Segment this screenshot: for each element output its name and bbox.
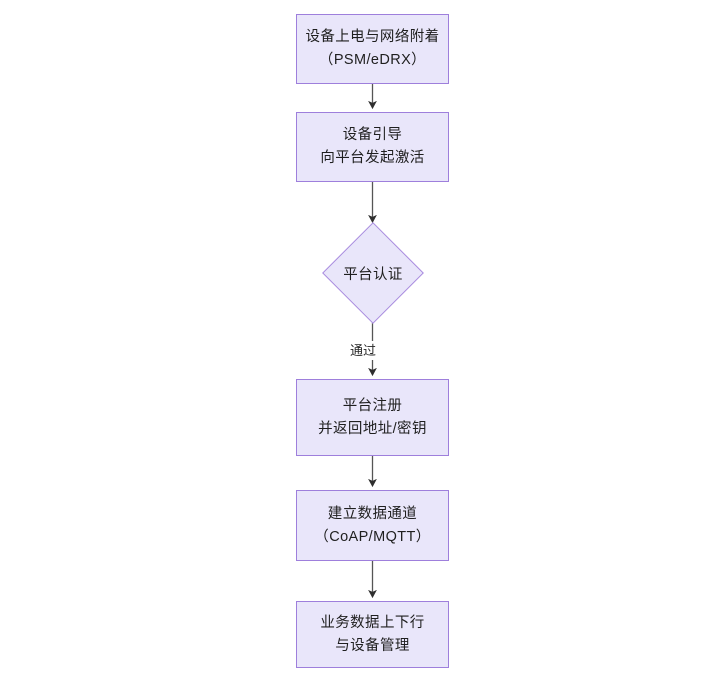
node-label-line1: 业务数据上下行 [320, 614, 425, 631]
node-label-line1: 平台认证 [343, 266, 403, 283]
node-label-line2: 并返回地址/密钥 [318, 420, 427, 437]
node-label-line1: 设备引导 [342, 127, 403, 143]
node-platform-auth[interactable]: 平台认证 [321, 221, 425, 325]
node-device-power-on[interactable]: 设备上电与网络附着 （PSM/eDRX） [296, 14, 449, 84]
node-label-line1: 平台注册 [342, 397, 403, 414]
node-platform-register[interactable]: 平台注册 并返回地址/密钥 [296, 379, 449, 456]
node-label-line2: （CoAP/MQTT） [314, 528, 431, 545]
node-label-line2: 向平台发起激活 [320, 150, 425, 166]
node-label-line2: （PSM/eDRX） [318, 52, 427, 68]
node-label-line1: 设备上电与网络附着 [305, 29, 440, 45]
edge-label-pass: 通过 [348, 341, 379, 360]
node-establish-data-channel[interactable]: 建立数据通道 （CoAP/MQTT） [296, 490, 449, 561]
node-label-line2: 与设备管理 [335, 637, 410, 654]
node-label-line1: 建立数据通道 [327, 505, 418, 522]
node-business-data-and-device-mgmt[interactable]: 业务数据上下行 与设备管理 [296, 601, 449, 668]
node-device-bootstrap[interactable]: 设备引导 向平台发起激活 [296, 112, 449, 182]
